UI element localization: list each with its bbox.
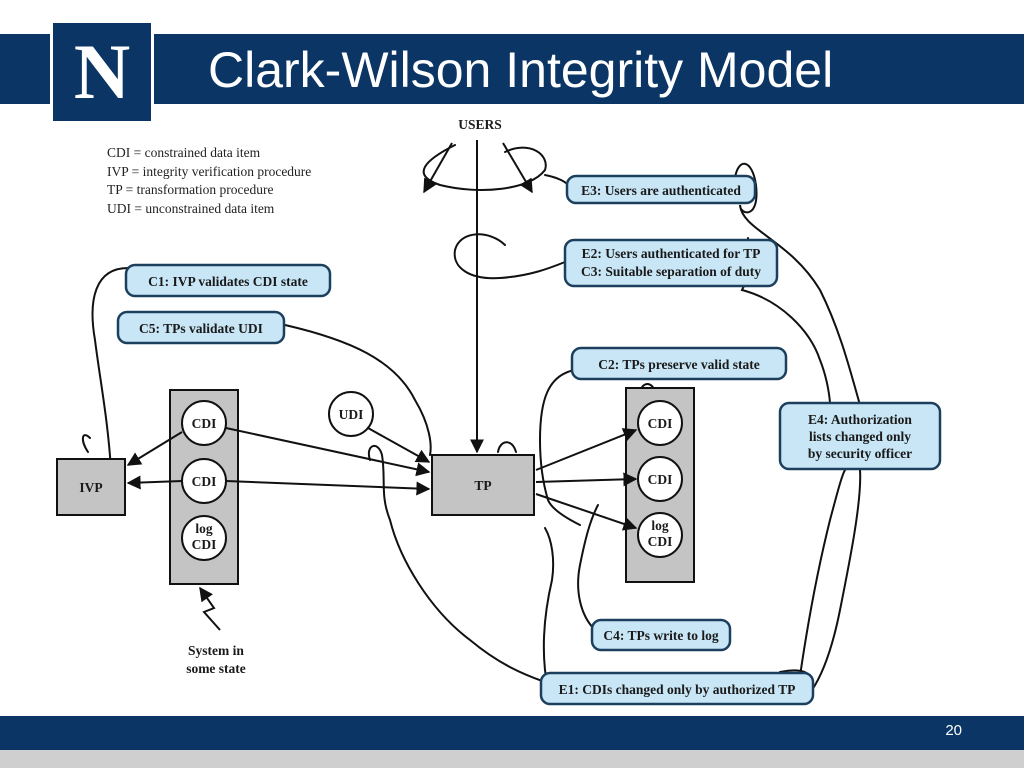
page-number: 20 bbox=[945, 722, 962, 739]
curve-users-loop bbox=[422, 144, 547, 191]
rule-c5 bbox=[116, 310, 286, 345]
arrow-udi-to-tp bbox=[367, 427, 431, 463]
arrow-tp-to-cdi2 bbox=[535, 472, 638, 487]
curve-tp-top-hook bbox=[497, 441, 517, 453]
rule-e4-label-3: by security officer bbox=[808, 446, 912, 461]
clark-wilson-diagram: IVP TP CDI CDI log CDI CDI CDI log CDI U… bbox=[56, 117, 942, 706]
right-cdi-2-label: CDI bbox=[648, 472, 673, 487]
right-cdi-1 bbox=[637, 400, 683, 446]
rule-e1-label: E1: CDIs changed only by authorized TP bbox=[559, 682, 796, 697]
arrow-tp-to-log bbox=[535, 493, 638, 531]
arrows bbox=[126, 140, 638, 631]
rule-e2-c3 bbox=[563, 238, 779, 288]
logo-letter: N bbox=[73, 28, 131, 115]
left-log-cdi-label-2: CDI bbox=[192, 537, 217, 552]
legend-item-udi: UDI = unconstrained data item bbox=[107, 200, 275, 216]
footer-bar bbox=[0, 716, 1024, 750]
right-cdi-1-label: CDI bbox=[648, 416, 673, 431]
left-cdi-1 bbox=[181, 400, 227, 446]
rule-e3-label: E3: Users are authenticated bbox=[581, 183, 741, 198]
right-cdi-2 bbox=[637, 456, 683, 502]
rule-e2-label: E2: Users authenticated for TP bbox=[582, 246, 761, 261]
rule-c1-label: C1: IVP validates CDI state bbox=[148, 274, 308, 289]
left-cdi-1-label: CDI bbox=[192, 416, 217, 431]
arrow-users-right bbox=[502, 142, 533, 194]
curve-e1-left bbox=[542, 527, 555, 691]
curve-e4-right bbox=[811, 469, 862, 691]
rule-e3 bbox=[565, 174, 757, 205]
ivp-label: IVP bbox=[79, 480, 102, 495]
footer-strip bbox=[0, 750, 1024, 768]
right-log-cdi-label-1: log bbox=[651, 518, 669, 533]
udi-circle bbox=[328, 391, 374, 437]
tp-box bbox=[431, 454, 535, 516]
university-logo: N bbox=[50, 20, 154, 124]
rule-c5-label: C5: TPs validate UDI bbox=[139, 321, 263, 336]
rule-e4-label-1: E4: Authorization bbox=[808, 412, 912, 427]
rule-c2 bbox=[570, 346, 788, 381]
left-log-cdi-label-1: log bbox=[195, 521, 213, 536]
arrow-system-lightning bbox=[199, 586, 221, 631]
curve-ivp-hook bbox=[82, 434, 91, 453]
legend-item-tp: TP = transformation procedure bbox=[107, 182, 274, 197]
title-bar bbox=[0, 34, 1024, 104]
legend-item-ivp: IVP = integrity verification procedure bbox=[107, 163, 312, 179]
right-log-cdi bbox=[637, 512, 683, 558]
curve-c4-to-log bbox=[577, 504, 599, 631]
system-state-label-1: System in bbox=[188, 643, 244, 658]
curve-e1-right bbox=[779, 469, 846, 704]
arrow-tp-to-cdi1 bbox=[535, 428, 638, 471]
curve-e3-right bbox=[734, 162, 861, 406]
curve-e2-loop bbox=[453, 233, 566, 280]
left-log-cdi bbox=[181, 515, 227, 561]
arrow-cdi1-to-tp bbox=[225, 427, 431, 477]
curve-c2-to-tp bbox=[538, 369, 581, 526]
rule-e1 bbox=[539, 671, 815, 706]
slide-title: Clark-Wilson Integrity Model bbox=[208, 42, 834, 98]
legend: CDI = constrained data item IVP = integr… bbox=[107, 144, 311, 218]
left-cdi-2-label: CDI bbox=[192, 474, 217, 489]
udi-label: UDI bbox=[339, 407, 364, 422]
arrow-cdi2-to-tp bbox=[225, 480, 431, 496]
users-label: USERS bbox=[458, 117, 502, 132]
rule-c2-label: C2: TPs preserve valid state bbox=[598, 357, 759, 372]
curve-tp-left-hook bbox=[367, 445, 546, 683]
legend-item-cdi: CDI = constrained data item bbox=[107, 145, 261, 160]
rule-c3-label: C3: Suitable separation of duty bbox=[581, 264, 761, 279]
ivp-box bbox=[56, 458, 126, 516]
curve-c5-to-tp bbox=[284, 324, 432, 456]
right-log-cdi-label-2: CDI bbox=[648, 534, 673, 549]
rule-e4-label-2: lists changed only bbox=[809, 429, 911, 444]
arrow-cdi2-to-ivp bbox=[126, 475, 183, 490]
arrow-users-left bbox=[423, 142, 453, 194]
arrow-cdi1-to-ivp bbox=[126, 431, 183, 466]
rule-c4-label: C4: TPs write to log bbox=[603, 628, 718, 643]
rule-e4 bbox=[778, 401, 942, 471]
tp-label: TP bbox=[474, 478, 491, 493]
rule-c4 bbox=[590, 618, 732, 652]
rule-c1 bbox=[124, 263, 332, 298]
system-state-label-2: some state bbox=[186, 661, 246, 676]
curve-c1-to-ivp bbox=[91, 267, 129, 471]
